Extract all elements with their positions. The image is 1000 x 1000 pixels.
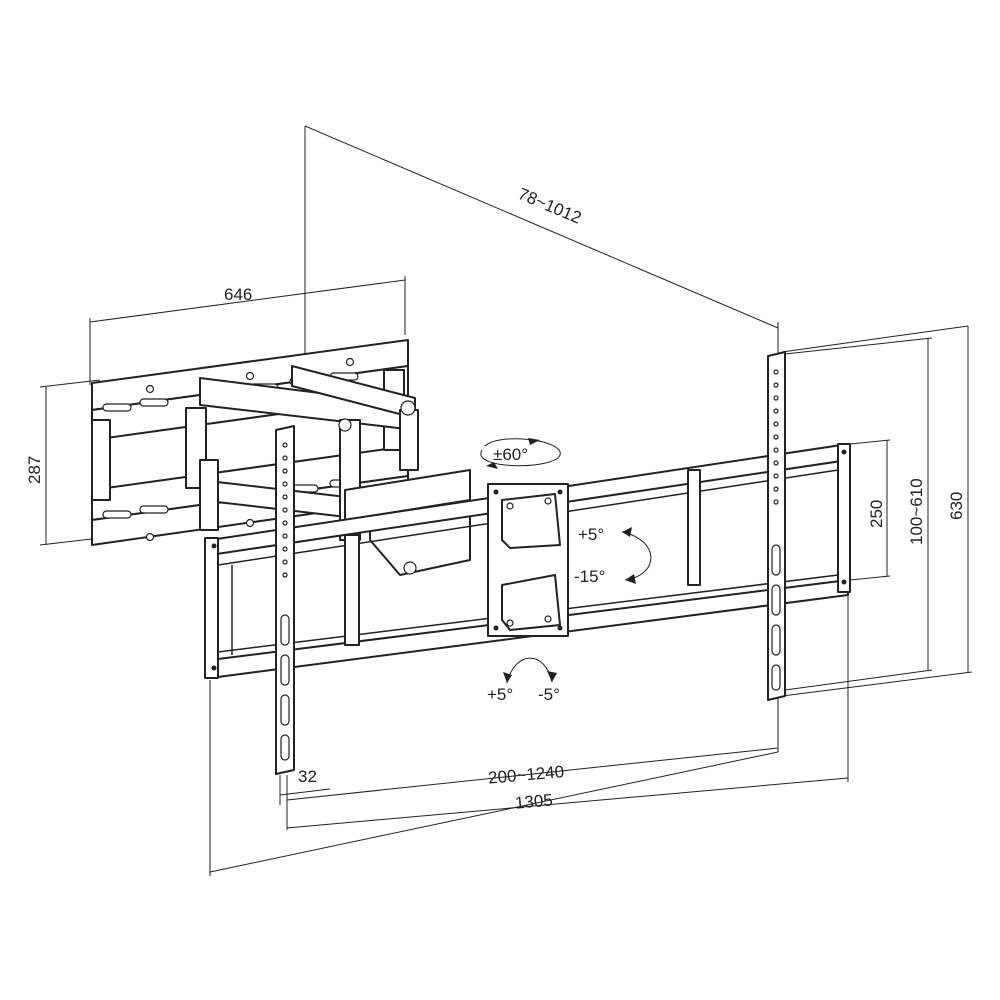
left-vertical-bracket: [275, 425, 295, 775]
swivel-arrow-icon: [480, 438, 561, 469]
swivel-label: ±60°: [493, 445, 528, 464]
level-minus-label: -5°: [538, 685, 560, 704]
horizontal-vesa-label: 200~1240: [487, 762, 564, 788]
center-tilt-plate: [487, 483, 569, 637]
vertical-vesa-label: 100~610: [907, 478, 926, 545]
frame-height-label: 250: [867, 500, 886, 528]
wall-plate-height-label: 287: [25, 456, 44, 484]
level-arrow-icon: [503, 657, 557, 684]
tilt-arrow-icon: [621, 527, 652, 584]
tilt-down-label: -15°: [574, 567, 605, 586]
overall-height-label: 630: [947, 492, 966, 520]
right-bracket-holes: [771, 369, 781, 691]
arm-extension-label: 78~1012: [515, 184, 584, 228]
wall-plate-width-label: 646: [224, 285, 252, 304]
articulating-arms: [199, 365, 471, 576]
overall-width-label: 1305: [514, 790, 553, 812]
tilt-up-label: +5°: [578, 525, 604, 544]
level-plus-label: +5°: [487, 685, 513, 704]
dimension-labels: 78~1012 646 287 ±60° +5° -15° +5° -5° 32…: [25, 184, 966, 813]
dimension-lines: [39, 125, 973, 876]
bracket-width-label: 32: [298, 767, 317, 786]
right-vertical-bracket: [767, 351, 786, 701]
left-bracket-holes: [280, 442, 290, 761]
